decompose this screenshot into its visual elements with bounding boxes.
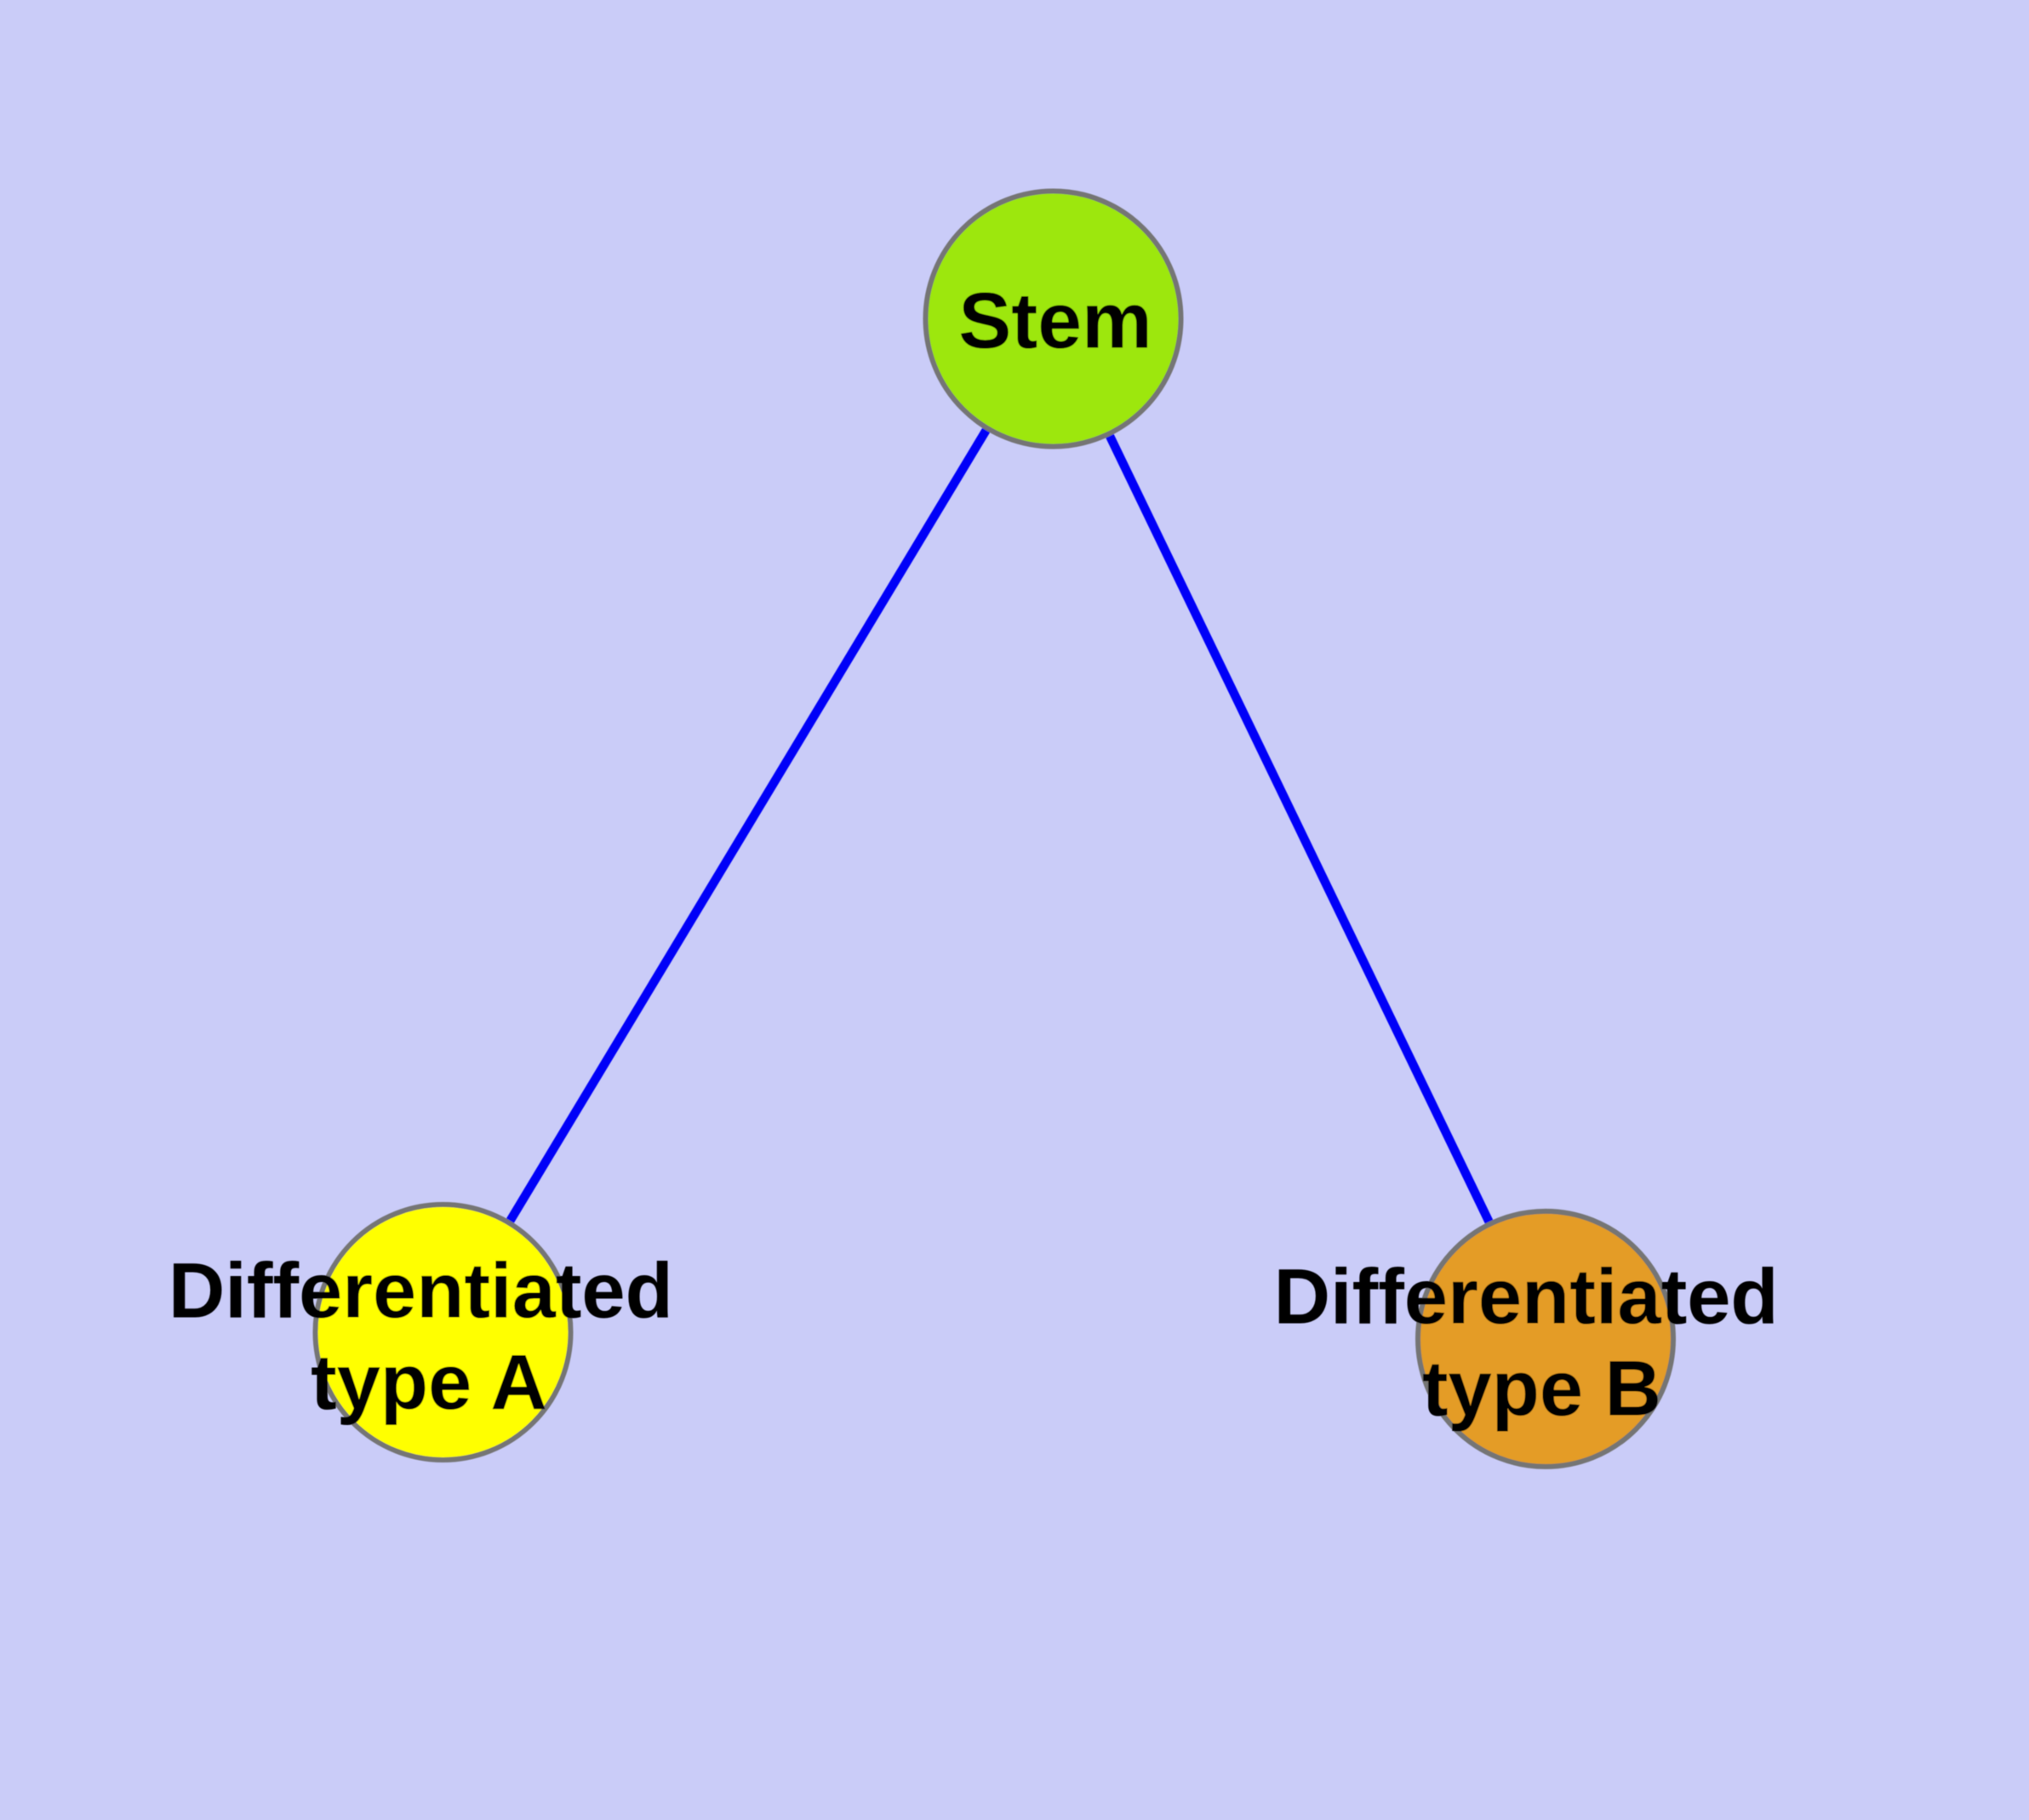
svg-text:Differentiated: Differentiated [1274, 1254, 1779, 1341]
svg-text:type A: type A [311, 1339, 547, 1426]
svg-text:Differentiated: Differentiated [169, 1248, 673, 1335]
svg-text:type B: type B [1422, 1346, 1661, 1433]
svg-text:Stem: Stem [958, 277, 1152, 365]
